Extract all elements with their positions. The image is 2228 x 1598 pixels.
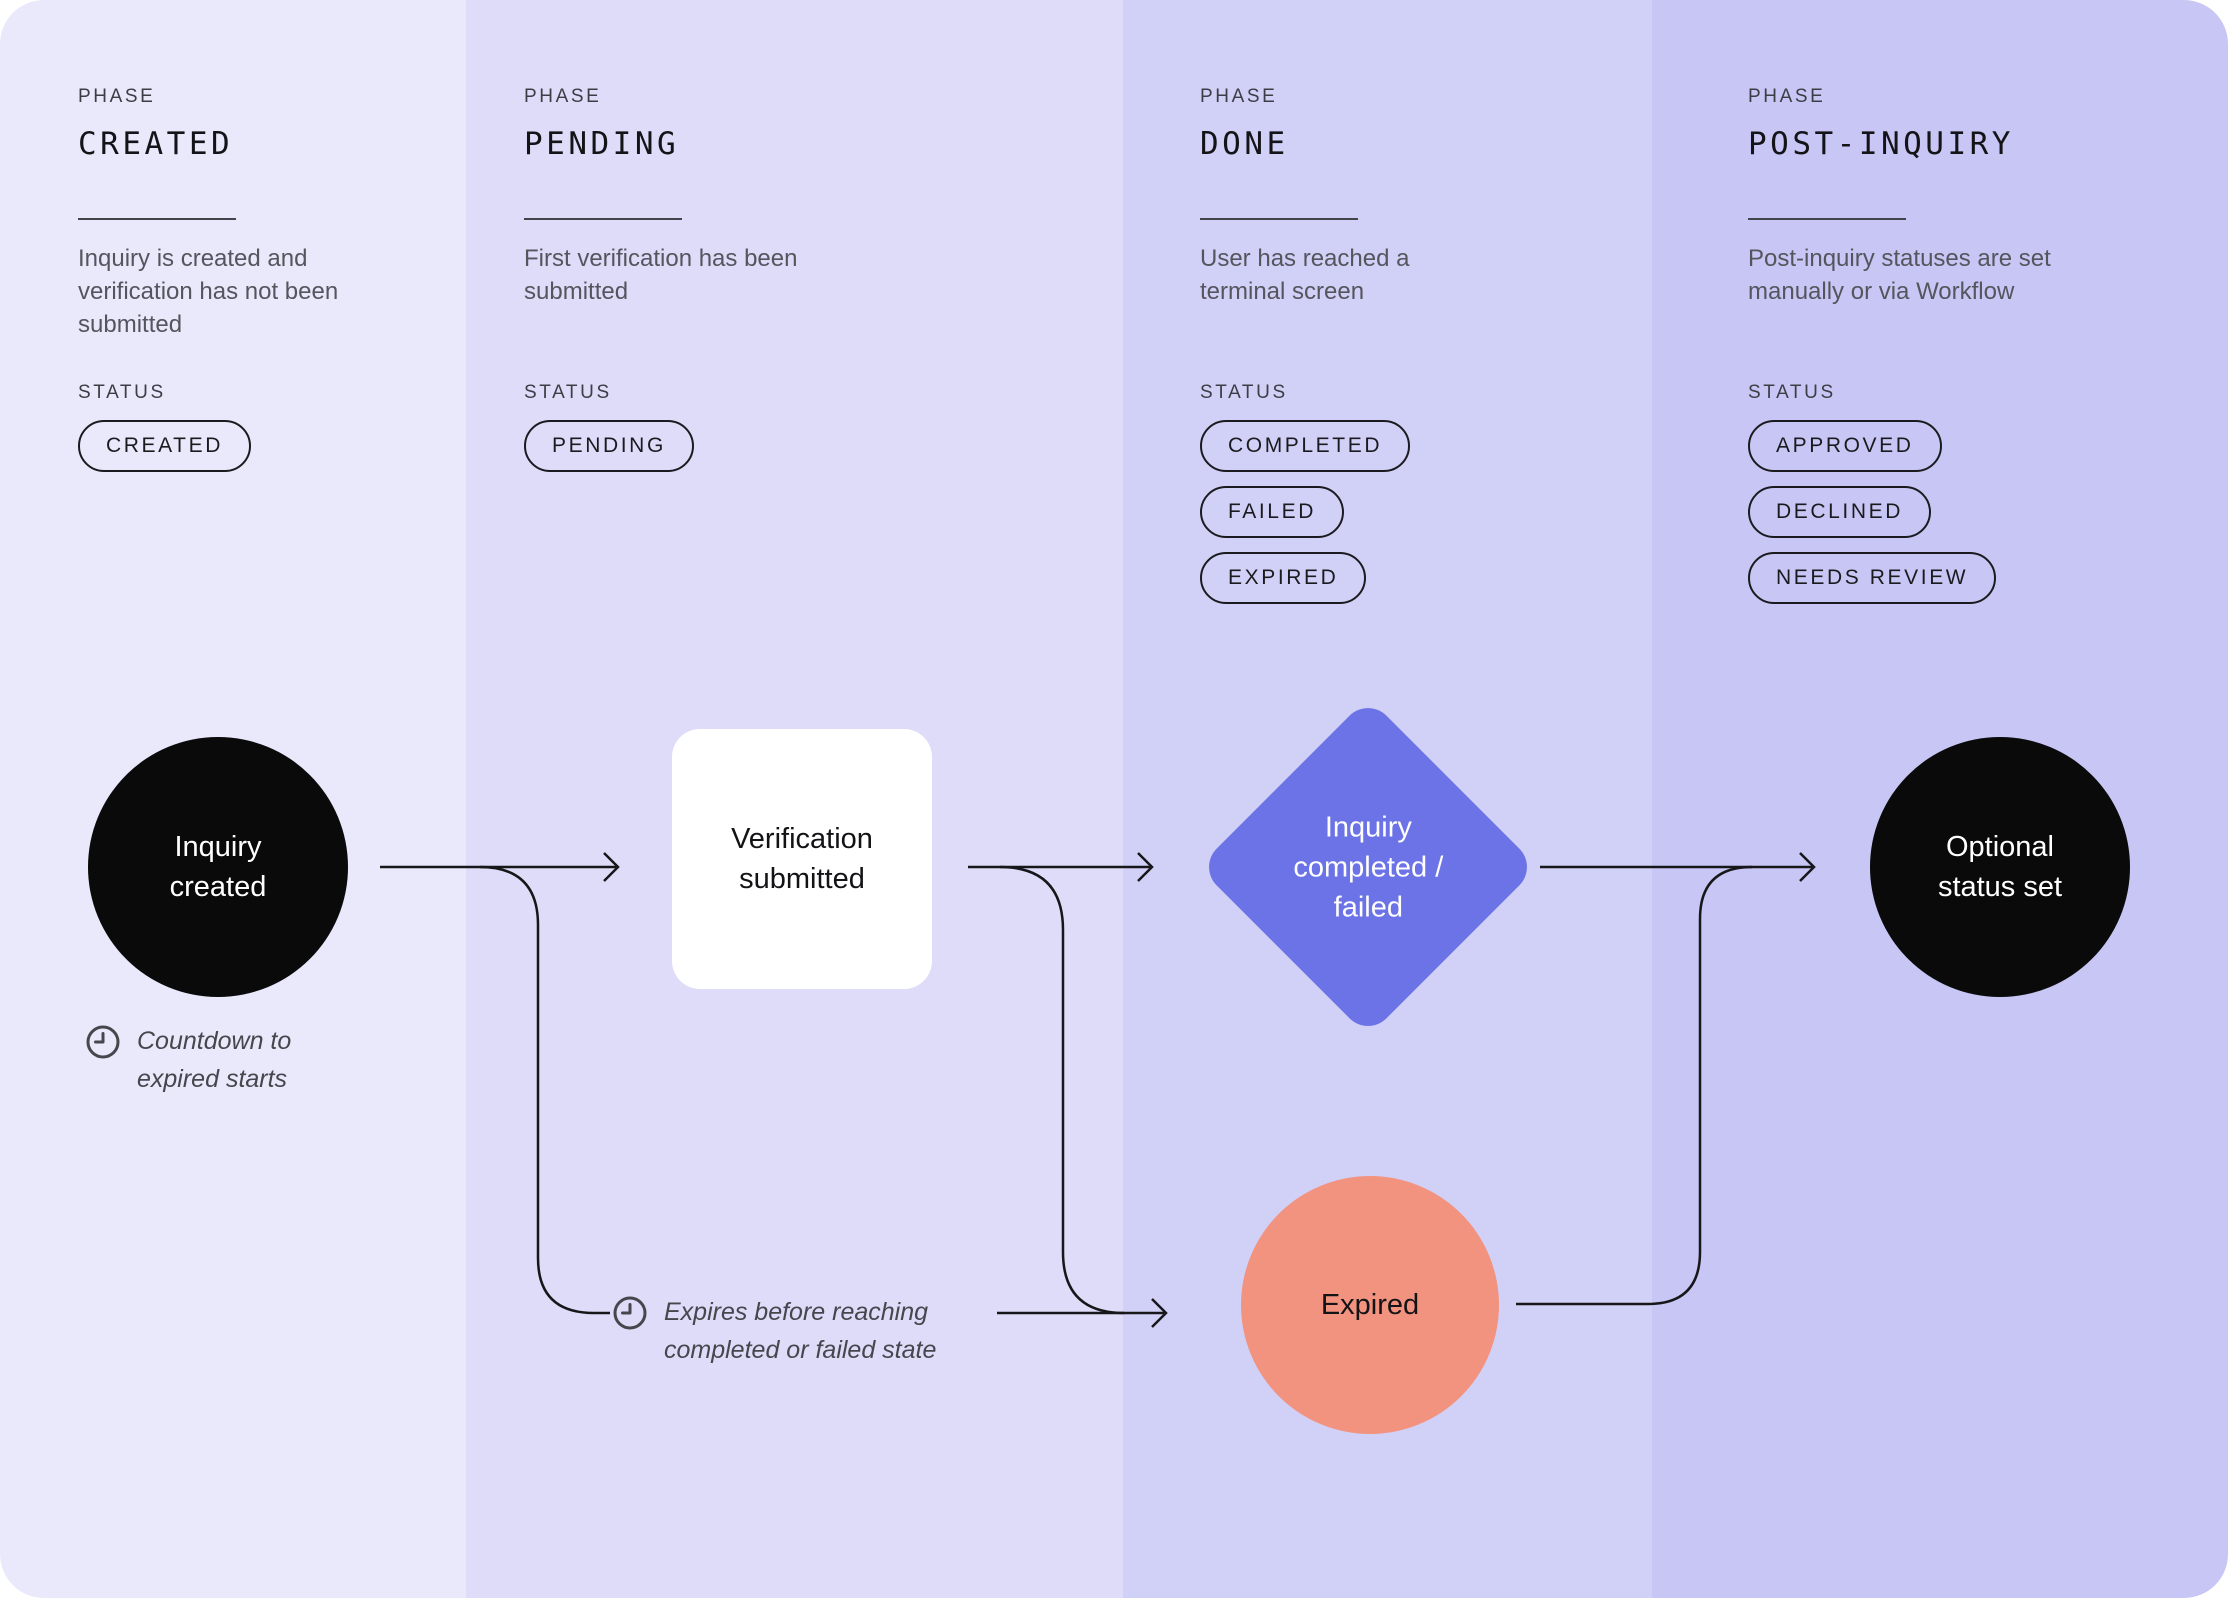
phase-name-pending: PENDING <box>524 126 680 162</box>
divider <box>1200 218 1358 220</box>
status-label: STATUS <box>524 382 612 403</box>
divider <box>524 218 682 220</box>
status-pill: EXPIRED <box>1200 552 1367 604</box>
status-label: STATUS <box>1200 382 1288 403</box>
node-label: Inquiry created <box>169 831 267 903</box>
status-pill: APPROVED <box>1748 420 1942 472</box>
arrowhead <box>1799 852 1816 882</box>
node-label: Verification submitted <box>731 823 873 895</box>
phase-description: Post-inquiry statuses are set manually o… <box>1748 245 2051 305</box>
status-pill-list: COMPLETED FAILED EXPIRED <box>1200 420 1411 604</box>
status-pill-list: CREATED <box>78 420 251 472</box>
phase-column-created: PHASE CREATED Inquiry is created and ver… <box>0 0 466 1598</box>
note-text: Countdown to expired starts <box>137 1027 292 1093</box>
divider <box>1748 218 1906 220</box>
branch-created-to-expired <box>479 865 610 1315</box>
status-pill-list: PENDING <box>524 420 694 472</box>
arrowhead <box>1151 1298 1168 1328</box>
arrowhead <box>603 852 620 882</box>
node-expired: Expired <box>1241 1176 1499 1434</box>
branch-expired-to-post <box>1516 865 1753 1306</box>
phase-label: PHASE <box>1748 86 1826 107</box>
status-pill-list: APPROVED DECLINED NEEDS REVIEW <box>1748 420 1997 604</box>
status-pill: COMPLETED <box>1200 420 1411 472</box>
divider <box>78 218 236 220</box>
node-label: Inquiry completed / failed <box>1293 811 1443 923</box>
phase-name-done: DONE <box>1200 126 1289 162</box>
node-optional-status-set: Optional status set <box>1870 737 2130 997</box>
phase-label: PHASE <box>78 86 156 107</box>
node-verification-submitted: Verification submitted <box>672 729 932 989</box>
phase-description: User has reached a terminal screen <box>1200 245 1410 305</box>
status-pill: DECLINED <box>1748 486 1931 538</box>
node-inquiry-created: Inquiry created <box>88 737 348 997</box>
status-pill: PENDING <box>524 420 694 472</box>
status-pill: NEEDS REVIEW <box>1748 552 1997 604</box>
clock-icon <box>86 1025 120 1059</box>
branch-pending-to-expired <box>999 865 1125 1315</box>
phase-label: PHASE <box>1200 86 1278 107</box>
note-text: Expires before reaching completed or fai… <box>664 1298 937 1364</box>
phase-description: Inquiry is created and verification has … <box>78 245 339 338</box>
node-label: Expired <box>1320 1289 1420 1321</box>
phase-description: First verification has been submitted <box>524 245 798 305</box>
note-countdown-to-expired: Countdown to expired starts <box>85 1022 312 1098</box>
phase-name-post-inquiry: POST-INQUIRY <box>1748 126 2014 162</box>
status-label: STATUS <box>1748 382 1836 403</box>
clock-icon <box>613 1296 647 1330</box>
note-expires-before-terminal: Expires before reaching completed or fai… <box>612 1293 999 1369</box>
phase-label: PHASE <box>524 86 602 107</box>
status-pill: CREATED <box>78 420 251 472</box>
node-label: Optional status set <box>1937 831 2063 903</box>
status-pill: FAILED <box>1200 486 1344 538</box>
arrowhead <box>1137 852 1154 882</box>
status-label: STATUS <box>78 382 166 403</box>
phase-name-created: CREATED <box>78 126 234 162</box>
